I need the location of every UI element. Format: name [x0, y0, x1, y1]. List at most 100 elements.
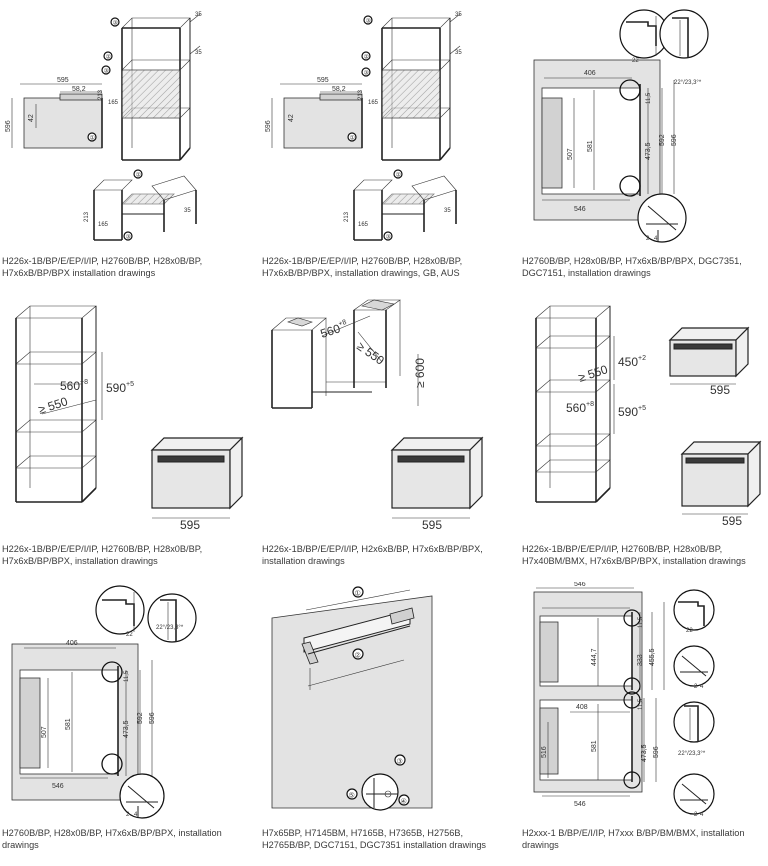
drawing-caption: H226x-1B/BP/E/EP/I/IP, H2x6xB/BP, H7x6xB… — [262, 544, 483, 566]
drawing-cell-7: 406 546 507 581 11,5 473,5 592 596 22 22… — [2, 582, 250, 866]
dim-label: 455,5 — [649, 648, 656, 666]
oven-3d — [390, 436, 484, 510]
oven-3d — [680, 440, 762, 508]
dim-label: 595 — [317, 77, 329, 84]
dim-label: 35 — [455, 12, 462, 18]
dim-label: 408 — [576, 704, 588, 711]
drawing-cell-6: 450+2 ≥ 550 560+8 590+5 595 595 H226x-1B… — [522, 296, 768, 586]
installation-drawing-8: ① ② ③ ⑤ ④ — [271, 586, 433, 811]
dim-label: 560+8 — [60, 379, 88, 393]
dim-label: 560+8 — [319, 319, 350, 341]
dim-label: 473,5 — [641, 744, 648, 762]
installation-drawing-7: 406 546 507 581 11,5 473,5 592 596 22 22… — [11, 585, 197, 819]
dim-label: ≥ 600 — [413, 358, 427, 388]
dim-label: 592 — [137, 712, 144, 724]
installation-drawing-6: 450+2 ≥ 550 560+8 590+5 595 595 — [535, 305, 762, 528]
dim-label: 35 — [195, 12, 202, 18]
dim-label: 58,2 — [72, 86, 86, 93]
dim-label: 11,5 — [638, 698, 644, 710]
dim-label: 4 — [134, 812, 138, 818]
tall-cabinet: 35 35 ③ ② ③ 213 165 — [98, 12, 202, 161]
detail-magnifier — [659, 9, 709, 59]
dim-label: 581 — [65, 718, 72, 730]
drawing-caption: H2760B/BP, H28x0B/BP, H7x6xB/BP/BPX, DGC… — [522, 256, 742, 278]
drawing-caption: H226x-1B/BP/E/EP/I/IP, H2760B/BP, H28x0B… — [2, 256, 203, 278]
dim-label: 42 — [28, 114, 35, 122]
dim-label: 595 — [722, 514, 742, 528]
dim-label: 22°/23,3°* — [674, 80, 702, 86]
dim-label: 2 — [694, 684, 698, 690]
dim-label: 595 — [180, 518, 200, 532]
dim-label: 450+2 — [618, 355, 646, 369]
drawing-caption: H226x-1B/BP/E/EP/I/IP, H2760B/BP, H28x0B… — [522, 544, 746, 566]
dim-label: 516 — [541, 746, 548, 758]
detail-magnifier — [147, 593, 197, 643]
drawing-cell-5: 560+8 ≥ 550 ≥ 600 595 H226x-1B/BP/E/EP/I… — [262, 296, 510, 586]
dim-label: ≥ 550 — [37, 394, 70, 417]
oven-handle-assembly — [301, 607, 415, 690]
dim-label: 2 — [126, 812, 130, 818]
dim-label: 507 — [41, 726, 48, 738]
dim-label: 22 — [126, 632, 133, 638]
dim-label: 165 — [98, 222, 109, 228]
dim-label: 546 — [52, 783, 64, 790]
dim-label: 22 — [686, 628, 693, 634]
drawing-cell-9: 546 408 546 444,7 516 581 11,5 333 455,5… — [522, 582, 768, 866]
dim-label: 592 — [659, 134, 666, 146]
dim-label: 213 — [358, 89, 364, 100]
dim-label: 444,7 — [591, 648, 598, 666]
dim-label: 35 — [455, 50, 462, 56]
dim-label: 42 — [288, 114, 295, 122]
installation-drawing-1: 595 58,2 596 42 ① 35 35 ③ ② — [5, 12, 202, 241]
under-counter-unit — [271, 299, 419, 409]
dim-label: 11,5 — [638, 616, 644, 628]
dim-label: 595 — [422, 518, 442, 532]
dim-label: 165 — [358, 222, 369, 228]
installation-drawing-5: 560+8 ≥ 550 ≥ 600 595 — [271, 299, 484, 532]
dim-label: 406 — [584, 70, 596, 77]
callout-number: ② — [364, 54, 370, 61]
dim-label: 507 — [567, 148, 574, 160]
drawing-cell-2: 595 58,2 596 42 ① 35 35 ③ ② — [262, 0, 510, 290]
detail-magnifier — [673, 701, 715, 743]
callout-number: ② — [136, 172, 142, 179]
dim-label: 35 — [184, 208, 191, 214]
drawing-cell-4: 560+8 ≥ 550 590+5 595 H226x-1B/BP/E/EP/I… — [2, 296, 250, 586]
callout-number: ① — [350, 135, 355, 142]
dim-label: 213 — [98, 89, 104, 100]
callout-number: ② — [396, 172, 402, 179]
dim-label: 4 — [700, 812, 704, 818]
dim-label: 590+5 — [106, 381, 134, 395]
dim-label: 560+8 — [566, 401, 594, 415]
installation-drawing-3: 406 546 507 581 11,5 473,5 592 596 22 22… — [533, 9, 709, 243]
dim-label: 4 — [700, 684, 704, 690]
callout-number: ③ — [364, 70, 369, 77]
dim-label: 4 — [654, 236, 658, 242]
dim-label: 546 — [574, 801, 586, 808]
under-counter-unit: ② ③ 213 165 35 — [84, 169, 197, 241]
callout-number: ② — [355, 653, 361, 660]
dim-label: 473,5 — [645, 142, 652, 160]
dim-label: 165 — [108, 100, 119, 106]
compact-oven-3d — [668, 326, 750, 378]
drawing-cell-1: 595 58,2 596 42 ① 35 35 ③ ② — [2, 0, 250, 290]
dim-label: 11,5 — [124, 670, 130, 682]
callout-number: ③ — [386, 234, 391, 241]
callout-number: ③ — [366, 18, 371, 25]
tall-cabinet: 35 35 ③ ② ③ 213 165 — [358, 12, 462, 161]
dim-label: 596 — [671, 134, 678, 146]
dim-label: 595 — [710, 383, 730, 397]
drawing-caption: H226x-1B/BP/E/EP/I/IP, H2760B/BP, H28x0B… — [262, 256, 463, 278]
dim-label: 581 — [587, 140, 594, 152]
callout-number: ③ — [113, 20, 118, 27]
dim-label: 596 — [5, 120, 12, 132]
detail-magnifier — [95, 585, 145, 635]
dim-label: 35 — [444, 208, 451, 214]
dim-label: ≥ 550 — [354, 339, 387, 368]
dim-label: 595 — [57, 77, 69, 84]
dim-label: 2 — [646, 236, 650, 242]
dim-label: 165 — [368, 100, 379, 106]
callout-number: ① — [90, 135, 95, 142]
detail-magnifier — [361, 773, 399, 811]
drawing-caption: H7x65BP, H7145BM, H7165B, H7365B, H2756B… — [262, 828, 487, 850]
